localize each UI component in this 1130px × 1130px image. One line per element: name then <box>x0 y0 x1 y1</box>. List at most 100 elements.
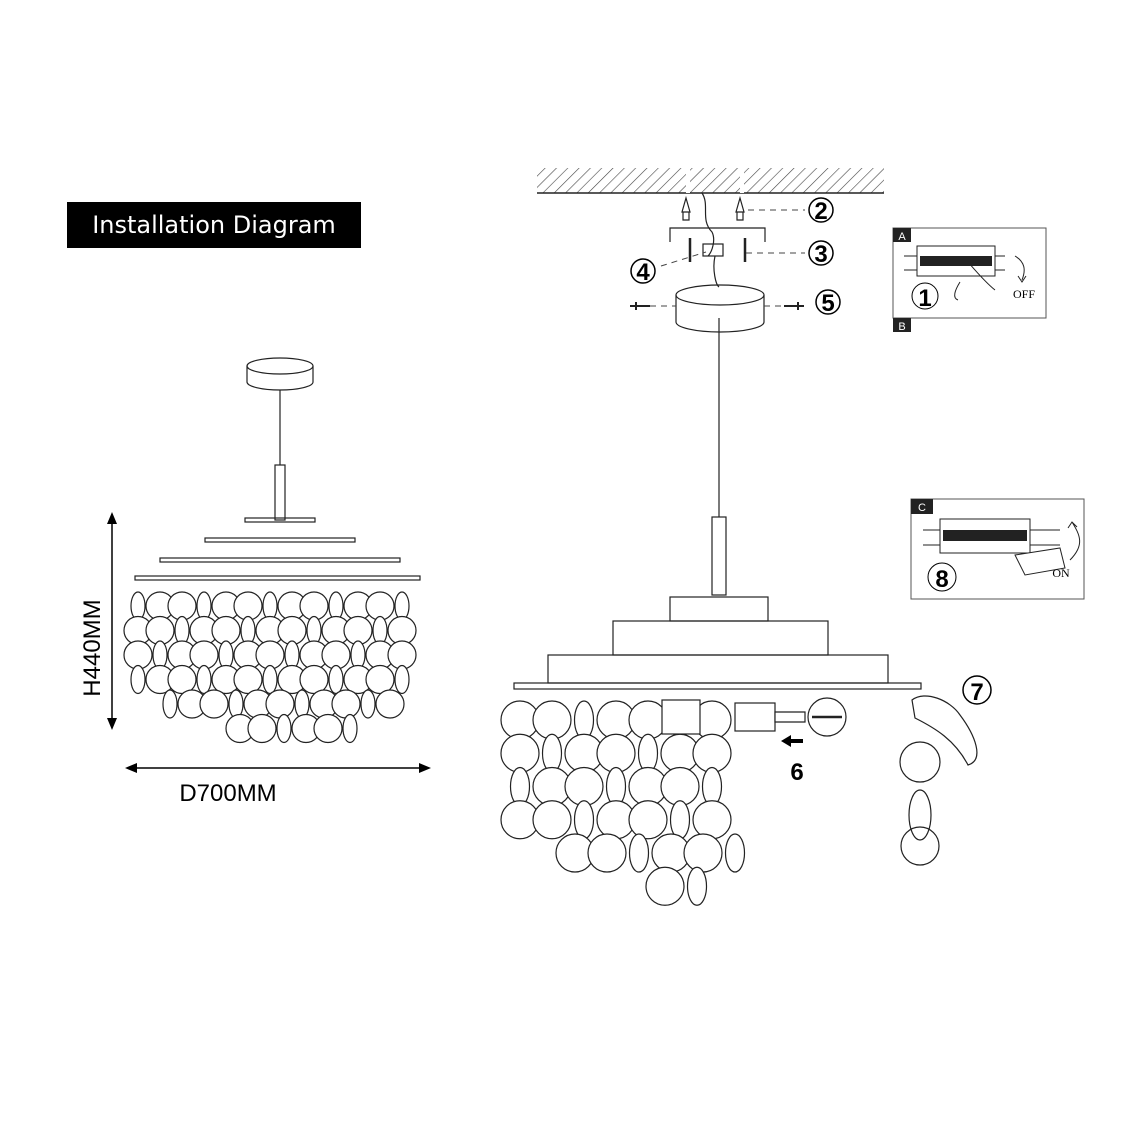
shell-disc <box>328 664 344 695</box>
breaker-switches <box>920 256 992 266</box>
step-6: 6 <box>790 759 803 786</box>
shell-disc <box>313 713 343 744</box>
tier-2 <box>612 620 829 656</box>
shell-disc <box>299 591 329 621</box>
svg-text:2: 2 <box>814 198 827 225</box>
on-label: ON <box>1052 566 1070 580</box>
chandelier-elevation <box>123 357 421 744</box>
shell-disc <box>387 640 417 670</box>
shell-disc <box>247 713 277 744</box>
shell-disc <box>167 591 197 621</box>
shell-disc <box>628 833 650 873</box>
shell-disc <box>145 615 175 646</box>
shell-disc <box>211 615 241 646</box>
shell-disc <box>233 591 263 621</box>
wall-anchor-icon <box>681 195 691 221</box>
side-screw-icon <box>784 302 804 310</box>
canopy-top <box>246 357 314 375</box>
shell-discs <box>123 591 417 744</box>
tier-1 <box>669 596 769 622</box>
leader-lines <box>650 209 805 307</box>
side-screw-icon <box>630 302 650 310</box>
shell-disc <box>900 826 940 866</box>
shell-disc <box>130 664 146 695</box>
shell-discs <box>500 700 746 906</box>
shell-disc <box>532 800 572 840</box>
shell-disc <box>692 800 732 840</box>
hand-icon <box>1014 547 1066 576</box>
shell-disc <box>686 866 708 906</box>
shell-disc <box>532 700 572 740</box>
shell-disc <box>645 866 685 906</box>
shell-disc <box>265 689 295 719</box>
shell-disc <box>331 689 361 719</box>
mounting-bracket <box>669 227 766 242</box>
shell-disc <box>541 733 563 773</box>
canopy <box>246 366 314 391</box>
diameter-dimension: D700MM <box>125 763 431 807</box>
shell-disc <box>276 713 292 744</box>
bracket-screw-icon <box>688 238 747 262</box>
shell-disc <box>162 689 178 719</box>
shell-disc <box>255 640 285 670</box>
curved-arrow-icon <box>1067 521 1081 561</box>
shell-disc <box>899 741 941 783</box>
shell-disc <box>372 615 388 646</box>
height-label: H440MM <box>79 599 106 696</box>
shell-disc <box>196 591 212 621</box>
canopy <box>675 295 765 333</box>
shell-disc <box>908 789 932 841</box>
shell-disc <box>123 640 153 670</box>
shell-disc <box>564 766 604 807</box>
svg-text:5: 5 <box>821 290 834 317</box>
shell-disc <box>328 591 344 621</box>
shell-disc <box>360 689 376 719</box>
hand-icon <box>911 695 978 766</box>
shell-disc <box>660 766 700 807</box>
shell-disc <box>701 766 723 807</box>
shell-disc <box>174 615 190 646</box>
bulb-thread <box>774 711 806 723</box>
shell-disc <box>299 664 329 695</box>
shell-disc <box>167 664 197 695</box>
shell-disc <box>587 833 627 873</box>
shell-disc <box>199 689 229 719</box>
step-1: 1 <box>918 285 931 312</box>
shell-disc <box>637 733 659 773</box>
terminal-block-icon <box>702 243 724 257</box>
shell-disc <box>342 713 358 744</box>
shell-disc <box>284 640 300 670</box>
rod-tube <box>711 516 727 596</box>
shell-disc <box>233 664 263 695</box>
shell-disc <box>500 733 540 773</box>
shell-disc <box>596 733 636 773</box>
shell-disc <box>573 700 595 740</box>
wall-anchor-icon <box>735 195 745 221</box>
step-4: 4 <box>630 258 656 286</box>
step-8: 8 <box>935 566 948 593</box>
shell-disc <box>724 833 746 873</box>
off-label: OFF <box>1013 287 1035 301</box>
tier-4 <box>134 575 421 581</box>
svg-text:4: 4 <box>636 259 650 286</box>
step-7: 7 <box>962 675 992 706</box>
svg-text:7: 7 <box>970 679 983 706</box>
height-dimension: H440MM <box>79 512 117 730</box>
breaker-panel-on: C 8 ON <box>910 498 1085 600</box>
panel-tag-b: B <box>898 321 905 333</box>
rod-tube <box>274 464 286 521</box>
shell-disc <box>375 689 405 719</box>
shell-disc <box>228 689 244 719</box>
shell-disc <box>387 615 417 646</box>
ceiling <box>537 168 884 194</box>
shell-disc <box>350 640 366 670</box>
shell-disc <box>196 664 212 695</box>
shell-disc <box>669 800 691 840</box>
shell-disc <box>218 640 234 670</box>
shell-disc <box>605 766 627 807</box>
step-2: 2 <box>808 197 834 225</box>
shell-disc <box>343 615 373 646</box>
panel-tag-a: A <box>898 231 906 243</box>
